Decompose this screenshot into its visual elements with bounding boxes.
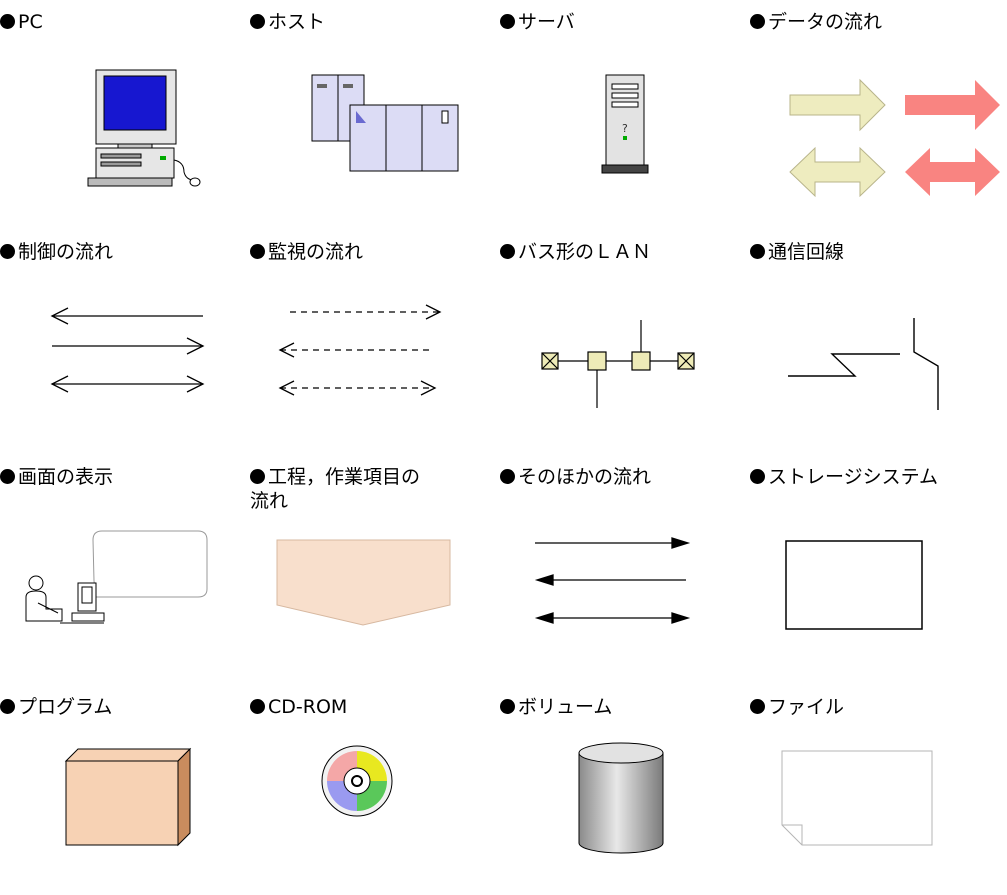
- legend-label-pc: PC: [0, 10, 43, 34]
- legend-text: サーバ: [518, 11, 575, 33]
- bullet-icon: [250, 14, 265, 29]
- legend-label-file: ファイル: [750, 695, 844, 719]
- legend-text: 画面の表示: [18, 466, 114, 488]
- legend-text: PC: [18, 11, 43, 33]
- legend-label-cd-rom: CD-ROM: [250, 695, 347, 719]
- bullet-icon: [750, 244, 765, 259]
- file-page-icon: [781, 750, 933, 846]
- svg-text:?: ?: [622, 122, 628, 135]
- legend-label-program: プログラム: [0, 695, 112, 719]
- data-flow-arrows-icon: [789, 78, 1000, 198]
- cd-rom-icon: [321, 745, 393, 817]
- process-pentagon-icon: [276, 539, 451, 626]
- legend-label-other-flow: そのほかの流れ: [500, 465, 651, 489]
- legend-text: そのほかの流れ: [518, 466, 652, 488]
- pc-icon: [87, 69, 201, 187]
- storage-rectangle-icon: [785, 540, 923, 630]
- bullet-icon: [500, 244, 515, 259]
- bullet-icon: [500, 699, 515, 714]
- legend-item-cd-rom: CD-ROM: [250, 695, 495, 895]
- other-flow-arrows-icon: [534, 537, 691, 624]
- bullet-icon: [500, 469, 515, 484]
- legend-label-communication-line: 通信回線: [750, 240, 844, 264]
- legend-item-server: サーバ ?: [500, 10, 745, 210]
- legend-item-other-flow: そのほかの流れ: [500, 465, 745, 665]
- server-icon: ?: [601, 74, 649, 174]
- legend-label-control-flow: 制御の流れ: [0, 240, 113, 264]
- legend-label-screen-display: 画面の表示: [0, 465, 113, 489]
- legend-item-host: ホスト: [250, 10, 495, 210]
- legend-label-process: 工程，作業項目の 流れ: [250, 465, 420, 513]
- legend-item-file: ファイル: [750, 695, 995, 895]
- legend-item-pc: PC: [0, 10, 245, 210]
- program-box-icon: [64, 747, 192, 847]
- legend-item-storage: ストレージシステム: [750, 465, 995, 665]
- volume-cylinder-icon: [578, 742, 664, 854]
- bullet-icon: [750, 469, 765, 484]
- bullet-icon: [500, 14, 515, 29]
- legend-text: データの流れ: [768, 11, 883, 33]
- legend-item-process: 工程，作業項目の 流れ: [250, 465, 495, 665]
- bullet-icon: [750, 699, 765, 714]
- control-flow-arrows-icon: [50, 307, 205, 393]
- bullet-icon: [750, 14, 765, 29]
- bullet-icon: [0, 244, 15, 259]
- legend-item-control-flow: 制御の流れ: [0, 240, 245, 440]
- legend-label-storage: ストレージシステム: [750, 465, 938, 489]
- bullet-icon: [0, 14, 15, 29]
- legend-text: 通信回線: [768, 241, 845, 263]
- legend-label-bus-lan: バス形のＬＡＮ: [500, 240, 651, 264]
- legend-label-volume: ボリューム: [500, 695, 612, 719]
- legend-text: バス形のＬＡＮ: [518, 241, 652, 263]
- legend-text: ボリューム: [518, 696, 613, 718]
- host-icon: [311, 74, 459, 172]
- legend-label-monitor-flow: 監視の流れ: [250, 240, 363, 264]
- legend-label-host: ホスト: [250, 10, 325, 34]
- legend-label-server: サーバ: [500, 10, 575, 34]
- bullet-icon: [250, 469, 265, 484]
- bullet-icon: [0, 699, 15, 714]
- communication-line-icon: [788, 318, 939, 410]
- legend-item-monitor-flow: 監視の流れ: [250, 240, 495, 440]
- legend-text: ホスト: [268, 11, 326, 33]
- legend-item-volume: ボリューム: [500, 695, 745, 895]
- screen-display-icon: [25, 530, 208, 624]
- legend-item-program: プログラム: [0, 695, 245, 895]
- legend-item-data-flow: データの流れ: [750, 10, 1000, 210]
- bullet-icon: [250, 244, 265, 259]
- legend-text: 監視の流れ: [268, 241, 364, 263]
- bullet-icon: [250, 699, 265, 714]
- legend-text: ストレージシステム: [768, 466, 939, 488]
- legend-text: 制御の流れ: [18, 241, 114, 263]
- monitor-flow-arrows-icon: [278, 304, 442, 396]
- legend-text: 工程，作業項目の 流れ: [250, 466, 421, 512]
- bus-lan-icon: [541, 320, 695, 408]
- legend-item-bus-lan: バス形のＬＡＮ: [500, 240, 745, 440]
- legend-text: CD-ROM: [268, 696, 348, 718]
- legend-item-screen-display: 画面の表示: [0, 465, 245, 665]
- bullet-icon: [0, 469, 15, 484]
- legend-text: ファイル: [768, 696, 845, 718]
- legend-label-data-flow: データの流れ: [750, 10, 882, 34]
- legend-text: プログラム: [18, 696, 113, 718]
- legend-item-communication-line: 通信回線: [750, 240, 995, 440]
